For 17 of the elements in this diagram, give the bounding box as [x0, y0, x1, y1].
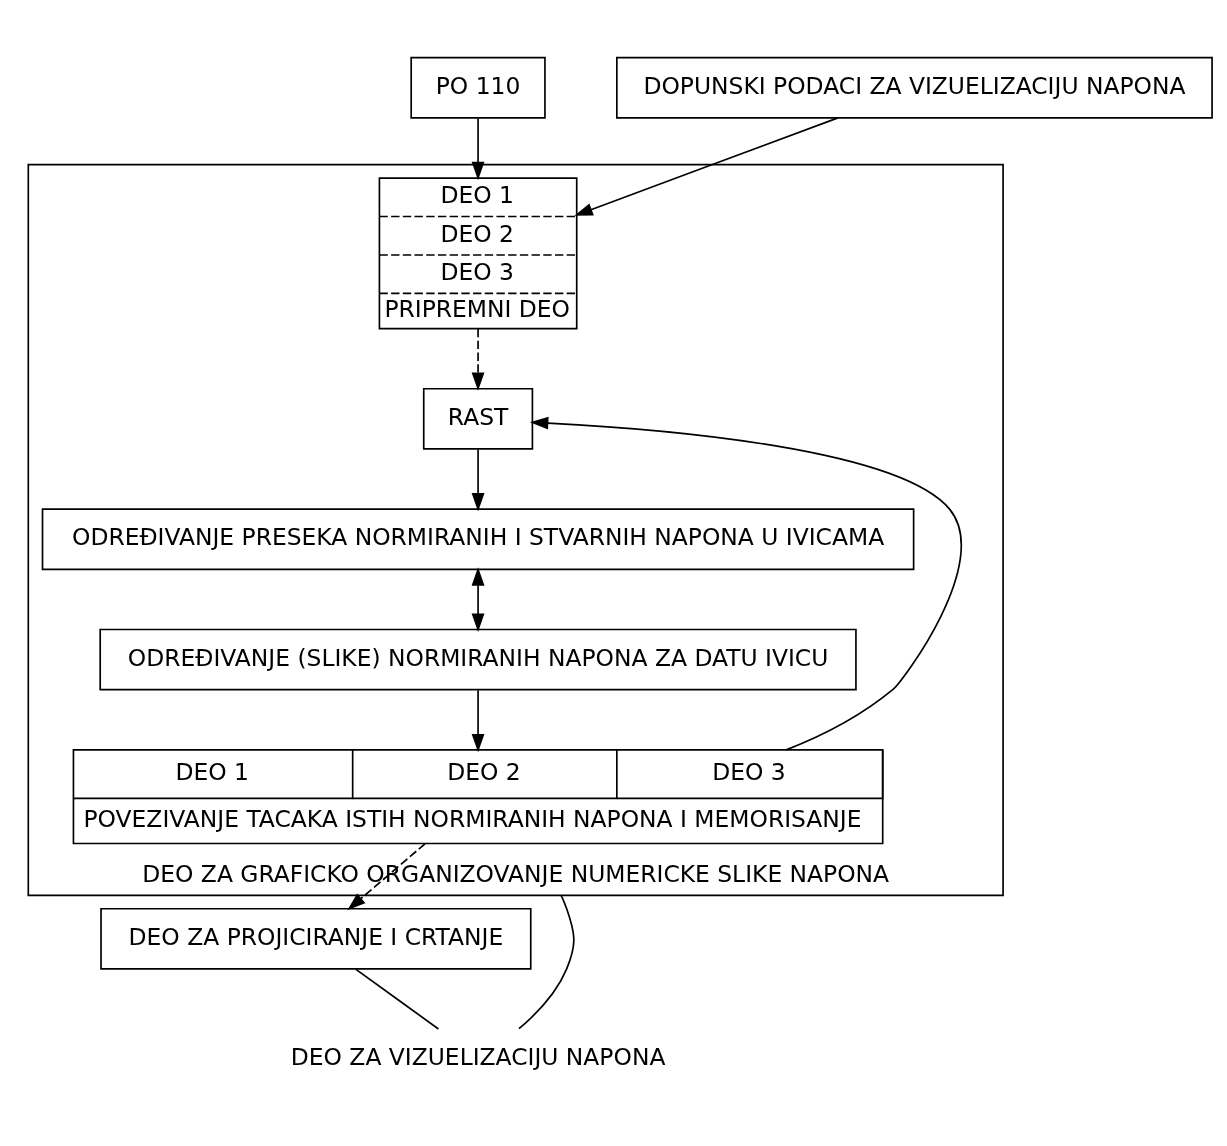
node-box: RAST [422, 387, 534, 450]
arrow [471, 117, 485, 180]
arrow [471, 688, 485, 752]
node-box: ODREĐIVANJE (SLIKE) NORMIRANIH NAPONA ZA DATU IVICU [99, 628, 857, 691]
node-box: DOPUNSKI PODACI ZA VIZUELIZACIJU NAPONA [616, 56, 1213, 119]
node-text: DEO ZA VIZUELIZACIJU NAPONA [290, 1042, 666, 1071]
node-box: PO 110 [410, 56, 546, 119]
arrow [471, 327, 485, 391]
connector [355, 968, 440, 1030]
arrow [471, 448, 485, 511]
arrow [529, 416, 962, 751]
arrow [347, 842, 426, 910]
node-box: DEO ZA PROJICIRANJE I CRTANJE [100, 907, 532, 970]
node-box: ODREĐIVANJE PRESEKA NORMIRANIH I STVARNIH NAPONA U IVICAMA [41, 507, 915, 570]
connector [518, 894, 575, 1030]
arrow [471, 566, 485, 632]
arrow [574, 116, 839, 216]
